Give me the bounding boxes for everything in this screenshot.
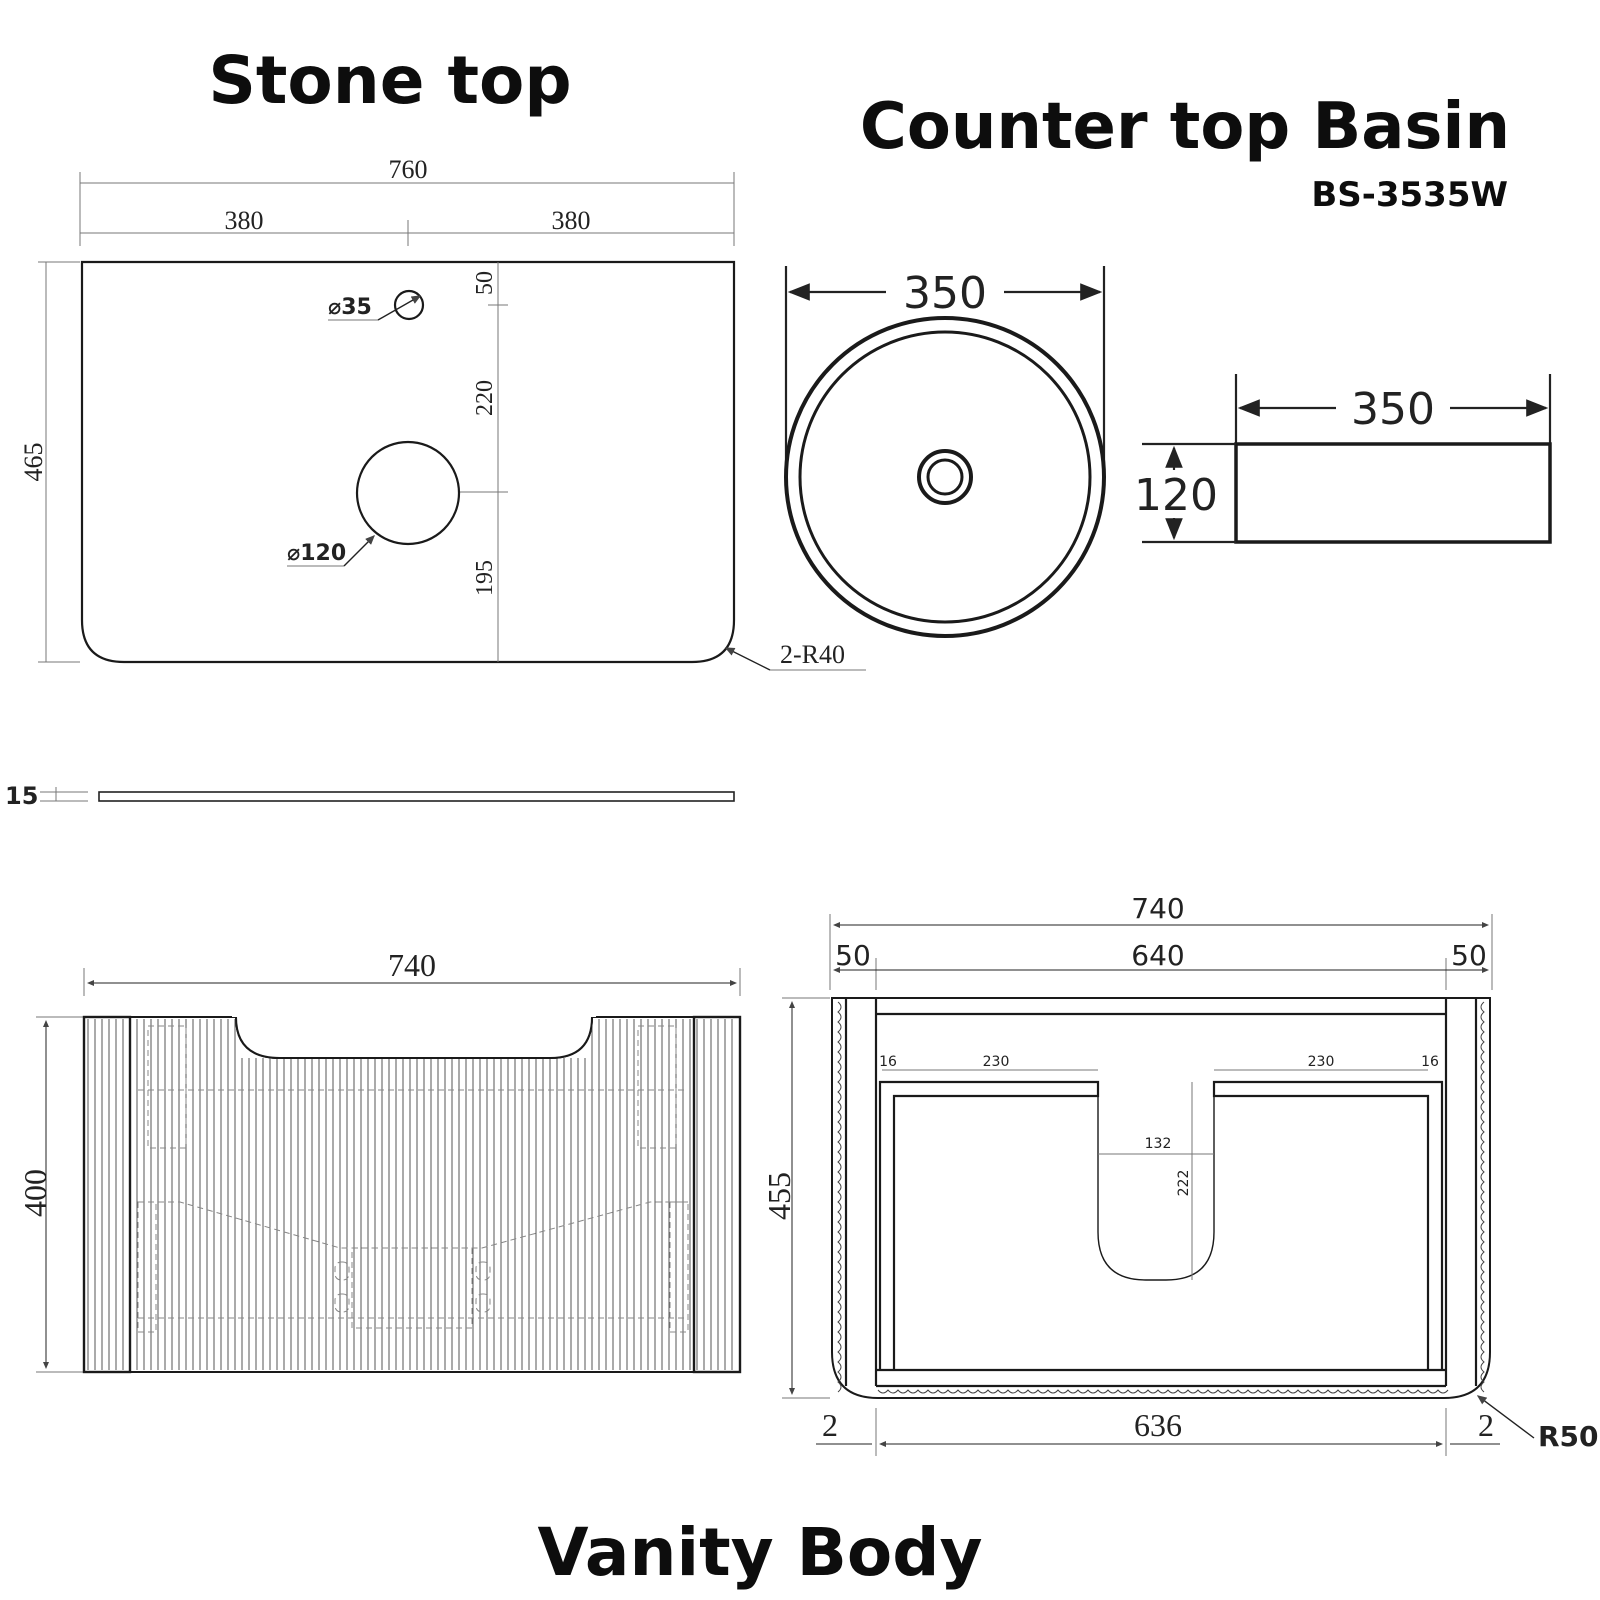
basin-side-width-label: 350 [1351, 384, 1435, 435]
basin-side-outline [1234, 442, 1552, 544]
stone-half-left-label: 380 [225, 206, 264, 235]
waste-hole-label: ⌀120 [287, 541, 346, 566]
stone-top-side: 15 [5, 782, 735, 810]
front-right-column [692, 1015, 742, 1374]
stone-thickness-label: 15 [5, 782, 38, 810]
plan-base-width-label: 636 [1134, 1407, 1182, 1443]
basin-side: 350 120 [1134, 374, 1552, 544]
basin-height-label: 120 [1134, 470, 1218, 521]
basin-diameter-label: 350 [903, 268, 987, 319]
basin-rim-inner [798, 330, 1092, 624]
plan-gap-right-label: 2 [1478, 1407, 1494, 1443]
model-number: BS-3535W [1311, 175, 1508, 215]
drain-outer [917, 449, 973, 505]
hole-spacing-label: 220 [472, 380, 498, 416]
vanity-front-elevation: 740 400 [17, 947, 742, 1374]
tap-hole [393, 289, 425, 321]
plan-width-label: 740 [1131, 892, 1184, 925]
scallop-edge [837, 1001, 842, 1393]
scallop-edge [1480, 1001, 1485, 1393]
plan-shelf-left-label: 230 [983, 1054, 1010, 1070]
vanity-front-outline [83, 1016, 741, 1373]
corner-radius-label: 2-R40 [780, 640, 845, 669]
stone-half-right-label: 380 [552, 206, 591, 235]
plan-side-left-label: 50 [835, 939, 871, 972]
stone-top-title: Stone top [208, 42, 571, 119]
stone-width-label: 760 [389, 155, 428, 184]
plan-gap-left-label: 2 [822, 1407, 838, 1443]
right-drawer-box [1212, 1080, 1444, 1370]
plumbing-cutout [1097, 1096, 1215, 1281]
plan-cutout-width-label: 132 [1145, 1136, 1172, 1152]
drain-inner [926, 458, 964, 496]
plan-panel-right-label: 16 [1421, 1054, 1439, 1070]
basin-title: Counter top Basin [860, 90, 1510, 164]
basin-plan: 350 [784, 266, 1106, 638]
plan-inner-width-label: 640 [1131, 939, 1184, 972]
plan-side-right-label: 50 [1451, 939, 1487, 972]
plan-fluted-edges [837, 1001, 1485, 1394]
scallop-edge [877, 1389, 1449, 1394]
waste-offset-label: 195 [472, 560, 498, 596]
vanity-plan: 740 50 640 50 455 16 230 230 16 [761, 892, 1599, 1456]
plan-cutout-depth-label: 222 [1176, 1170, 1192, 1197]
stone-top-plan: 760 380 380 465 50 220 195 ⌀35 ⌀120 2-R4… [19, 155, 866, 671]
basin-rim-outer [784, 316, 1106, 638]
vanity-front-width-label: 740 [388, 947, 436, 983]
waste-hole [355, 440, 461, 546]
stone-top-edge [98, 791, 735, 802]
tap-hole-label: ⌀35 [328, 295, 372, 320]
plan-panel-left-label: 16 [879, 1054, 897, 1070]
vanity-body-title: Vanity Body [537, 1514, 982, 1591]
plan-radius-label: R50 [1538, 1420, 1599, 1453]
vanity-front-height-label: 400 [17, 1169, 53, 1217]
vanity-plan-outline [831, 997, 1491, 1399]
stone-top-outline [80, 260, 736, 664]
left-drawer-box [878, 1080, 1100, 1370]
stone-depth-label: 465 [19, 443, 48, 482]
plan-depth-label: 455 [761, 1172, 797, 1220]
tap-offset-label: 50 [472, 271, 498, 295]
plan-shelf-right-label: 230 [1308, 1054, 1335, 1070]
front-left-column [82, 1015, 132, 1374]
